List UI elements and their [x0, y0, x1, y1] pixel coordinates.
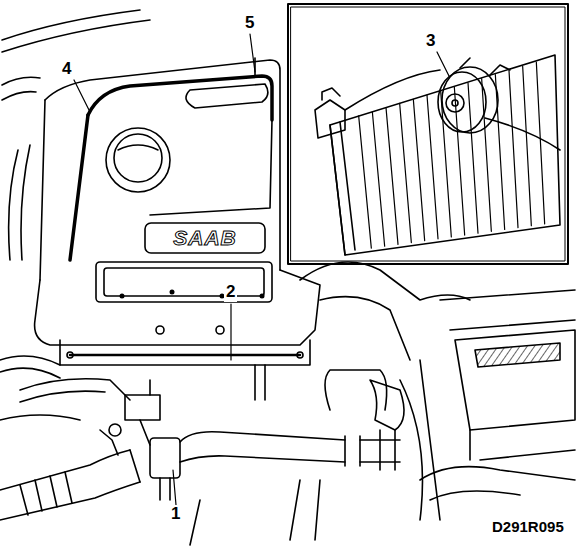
- fin-stroke: [427, 95, 438, 239]
- fin-stroke: [386, 108, 398, 245]
- callout-number: 5: [243, 14, 256, 33]
- fin-stroke: [441, 91, 452, 237]
- fin-stroke: [468, 83, 478, 233]
- figure-code: D291R095: [490, 519, 566, 536]
- fin-stroke: [400, 103, 412, 242]
- fin-stroke: [509, 70, 518, 227]
- callout-number: 3: [424, 32, 437, 51]
- fin-stroke: [413, 99, 424, 240]
- fin-stroke: [536, 62, 544, 224]
- fin-stroke: [495, 75, 504, 230]
- callout-number: 4: [60, 60, 73, 79]
- fin-stroke: [454, 87, 464, 235]
- callout-number: 1: [169, 505, 182, 524]
- fin-stroke: [359, 116, 372, 248]
- fin-stroke: [523, 66, 532, 225]
- callout-number: 2: [224, 283, 237, 302]
- brand-logo: SAAB: [171, 226, 239, 249]
- fin-stroke: [372, 112, 384, 247]
